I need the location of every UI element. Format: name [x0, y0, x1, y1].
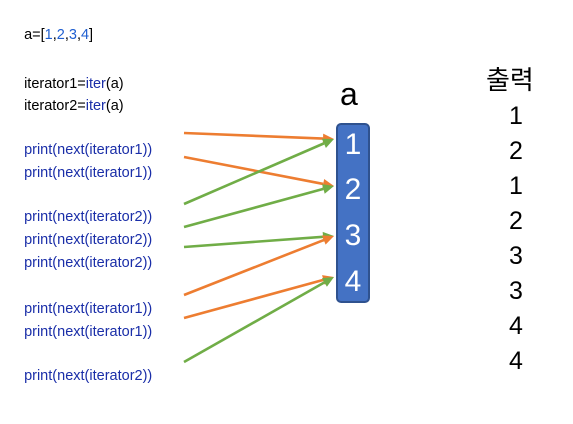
output-value-1: 1: [509, 102, 523, 130]
code-line-iterator1: iterator1=iter(a): [16, 59, 124, 93]
output-value-3: 1: [509, 172, 523, 200]
next-fn: next: [57, 232, 85, 248]
array-cell-4: 4: [344, 265, 362, 298]
print-line-1: print(next(iterator1)): [24, 142, 153, 158]
array-cell-1: 1: [344, 128, 362, 161]
assign-a-lhs: a=: [24, 27, 41, 43]
print-line-3: print(next(iterator2)): [24, 209, 153, 225]
next-fn: next: [57, 324, 85, 340]
print-arg: iterator2: [89, 255, 143, 271]
array-name-label: a: [340, 76, 358, 112]
next-fn: next: [57, 209, 85, 225]
open-bracket: [: [40, 27, 45, 43]
output-title: 출력: [486, 65, 534, 95]
list-item-2: 2: [56, 27, 65, 43]
arrow-print-4-to-cell-2: [183, 184, 334, 229]
print-arg: iterator1: [89, 324, 143, 340]
print-line-7: print(next(iterator1)): [24, 324, 153, 340]
arrow-print-8-to-cell-4: [183, 277, 334, 364]
print-line-5: print(next(iterator2)): [24, 255, 153, 271]
print-arg: iterator1: [89, 165, 143, 181]
iter-fn: iter: [85, 98, 106, 114]
array-cell-3: 3: [344, 219, 362, 252]
print-line-4: print(next(iterator2)): [24, 232, 153, 248]
next-fn: next: [57, 368, 85, 384]
iter-arg: (a): [105, 98, 124, 114]
close-bracket: ]: [89, 27, 94, 43]
print-fn: print: [24, 232, 53, 248]
output-value-5: 3: [509, 242, 523, 270]
print-fn: print: [24, 324, 53, 340]
output-value-8: 4: [509, 347, 523, 375]
print-fn: print: [24, 209, 53, 225]
print-arg: iterator1: [89, 301, 143, 317]
code-line-assign-a: a=[1,2,3,4]: [24, 27, 94, 43]
arrow-print-7-to-cell-4: [183, 275, 334, 320]
print-arg: iterator2: [89, 232, 143, 248]
print-fn: print: [24, 301, 53, 317]
list-item-4: 4: [80, 27, 90, 43]
iterator2-lhs: iterator2=: [24, 98, 86, 114]
print-arg: iterator2: [89, 368, 143, 384]
array-box: [336, 123, 370, 303]
print-line-2: print(next(iterator1)): [24, 165, 153, 181]
arrow-print-6-to-cell-3: [183, 235, 334, 297]
output-value-2: 2: [509, 137, 523, 165]
print-arg: iterator2: [89, 209, 143, 225]
print-fn: print: [24, 368, 53, 384]
iter-arg: (a): [105, 76, 124, 92]
output-value-4: 2: [509, 207, 523, 235]
next-fn: next: [57, 142, 85, 158]
print-fn: print: [24, 165, 53, 181]
arrow-print-3-to-cell-1: [183, 138, 334, 206]
print-line-6: print(next(iterator1)): [24, 301, 153, 317]
next-fn: next: [57, 301, 85, 317]
next-fn: next: [57, 255, 85, 271]
output-value-6: 3: [509, 277, 523, 305]
output-value-7: 4: [509, 312, 523, 340]
code-line-iterator2: iterator2=iter(a): [16, 81, 124, 115]
iterator1-lhs: iterator1=: [24, 76, 86, 92]
print-arg: iterator1: [89, 142, 143, 158]
print-fn: print: [24, 255, 53, 271]
arrow-print-1-to-cell-1: [183, 131, 334, 144]
iter-fn: iter: [85, 76, 106, 92]
list-item-1: 1: [44, 27, 53, 43]
print-fn: print: [24, 142, 53, 158]
print-line-8: print(next(iterator2)): [24, 368, 153, 384]
list-item-3: 3: [68, 27, 77, 43]
array-cell-2: 2: [344, 173, 362, 206]
next-fn: next: [57, 165, 85, 181]
